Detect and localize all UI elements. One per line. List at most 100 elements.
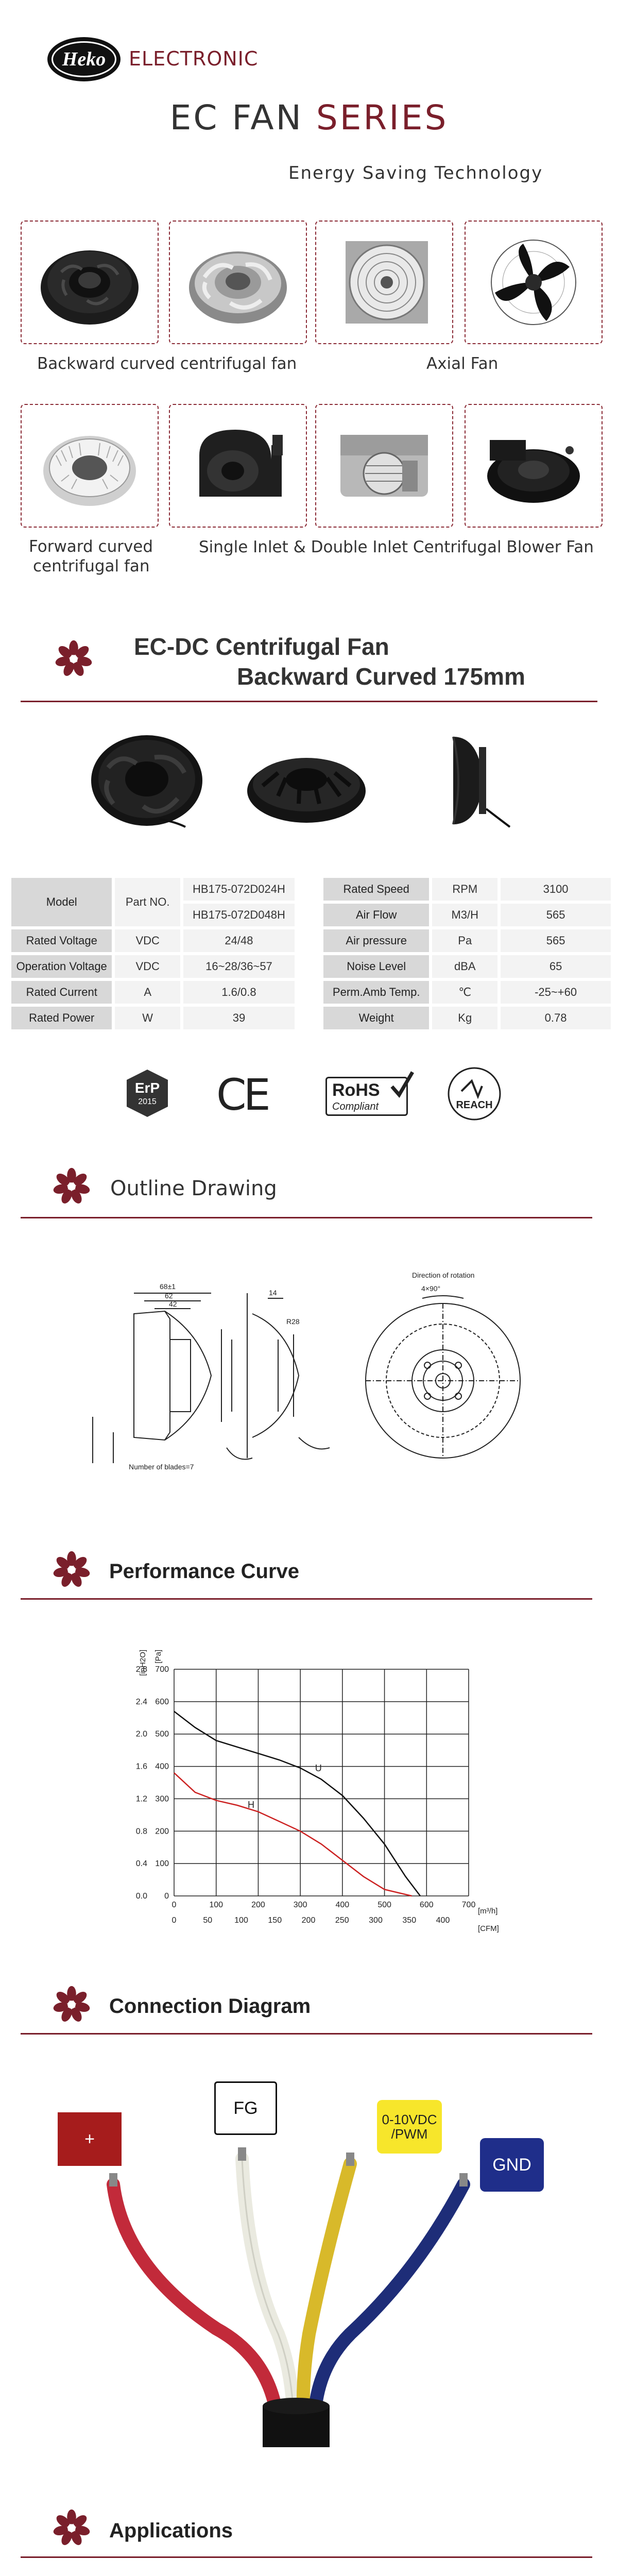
spec-value: -25~+60 (501, 981, 611, 1004)
spec-unit: RPM (432, 878, 498, 901)
part-no-label: Part NO. (115, 878, 180, 926)
backward-fan-black-image (41, 250, 139, 325)
brand-logo-text: Heko (52, 41, 116, 77)
spec-unit: VDC (115, 955, 180, 978)
backward-fan-metal-image (189, 251, 287, 324)
product-photo-blower-double (315, 404, 453, 528)
x-axis-unit: [m³/h] (478, 1907, 497, 1916)
product-photo-blower-single (169, 404, 307, 528)
caption-forward-line2: centrifugal fan (33, 557, 150, 575)
spec-name: Noise Level (323, 955, 430, 978)
reach-text: REACH (456, 1099, 493, 1111)
x-tick-label: 0 (172, 1901, 177, 1909)
x-tick-label: 600 (420, 1901, 434, 1909)
y2-tick-label: 1.2 (136, 1794, 147, 1803)
outline-side-view: 68±1 62 42 14 R28 Number of blades=7 (92, 1282, 330, 1471)
spec-unit: VDC (115, 929, 180, 952)
spec-row: Weight Kg 0.78 (323, 1007, 611, 1029)
spec-name: Perm.Amb Temp. (323, 981, 430, 1004)
spec-unit: W (115, 1007, 180, 1029)
caption-backward-curved: Backward curved centrifugal fan (37, 354, 297, 373)
cable-wires-image (107, 2147, 470, 2447)
blower-single-image (199, 430, 283, 497)
product-photo-blower-motor (465, 404, 603, 528)
product-photo-axial-2 (465, 221, 603, 344)
spec-row: Noise Level dBA 65 (323, 955, 611, 978)
spec-unit: A (115, 981, 180, 1004)
x-tick-label: 500 (377, 1901, 391, 1909)
brand-logo: Heko (47, 37, 121, 81)
x2-tick-label: 300 (369, 1916, 383, 1925)
outline-title: Outline Drawing (110, 1177, 277, 1200)
product-title-line1: EC-DC Centrifugal Fan (134, 633, 389, 660)
product-photo-axial-1 (315, 221, 453, 344)
product-image-front (91, 735, 202, 828)
page-title-main: EC FAN (169, 98, 316, 138)
chart-series (174, 1710, 421, 1897)
wire-label-pwm-line1: 0-10VDC (382, 2112, 437, 2127)
x-tick-label: 300 (294, 1901, 307, 1909)
erp-badge-icon (127, 1070, 168, 1117)
reach-badge-icon (448, 1067, 501, 1121)
ce-mark: CE (216, 1070, 271, 1120)
x2-tick-label: 0 (172, 1916, 177, 1925)
x2-tick-label: 400 (436, 1916, 450, 1925)
y-tick-label: 200 (155, 1827, 169, 1836)
rohs-sub: Compliant (332, 1101, 379, 1112)
page-title: EC FAN SERIES (0, 98, 618, 138)
y2-tick-label: 2.8 (136, 1665, 147, 1674)
spec-value: 39 (183, 1007, 295, 1029)
x2-tick-label: 250 (335, 1916, 349, 1925)
dim-r28: R28 (286, 1317, 300, 1326)
spec-value: 565 (501, 904, 611, 926)
dim-42: 42 (169, 1300, 177, 1308)
dim-62: 62 (165, 1292, 173, 1300)
y2-tick-label: 0.0 (136, 1892, 147, 1901)
x2-tick-label: 200 (302, 1916, 316, 1925)
applications-title: Applications (109, 2519, 233, 2542)
x-tick-label: 100 (209, 1901, 223, 1909)
spec-row: Rated Speed RPM 3100 (323, 878, 611, 901)
y2-tick-label: 0.4 (136, 1859, 147, 1868)
section-divider (21, 2556, 592, 2558)
blades-note: Number of blades=7 (129, 1463, 194, 1471)
y-axis-unit: [Pa] (154, 1650, 163, 1664)
y-tick-label: 100 (155, 1859, 169, 1868)
erp-year: 2015 (138, 1097, 157, 1106)
spec-unit: Pa (432, 929, 498, 952)
rohs-badge: RoHS Compliant (325, 1071, 415, 1116)
spec-name: Operation Voltage (11, 955, 112, 978)
wire-label-gnd: GND (480, 2138, 544, 2192)
y-tick-label: 600 (155, 1698, 169, 1706)
x2-tick-label: 100 (234, 1916, 248, 1925)
spec-row: Operation Voltage VDC 16~28/36~57 (11, 955, 295, 978)
connection-title: Connection Diagram (109, 1995, 311, 2018)
dim-68: 68±1 (160, 1282, 176, 1291)
rohs-text: RoHS (332, 1080, 380, 1100)
fan-logo-icon (53, 2509, 90, 2545)
wire-label-fg: FG (214, 2081, 277, 2135)
rotation-note: Direction of rotation (412, 1271, 474, 1279)
spec-table-left: Model Part NO. HB175-072D024H HB175-072D… (8, 875, 298, 1032)
spec-name: Air Flow (323, 904, 430, 926)
product-photo-forward (21, 404, 159, 528)
series-label-h: H (248, 1800, 254, 1810)
y2-tick-label: 2.0 (136, 1730, 147, 1739)
spec-row: Rated Voltage VDC 24/48 (11, 929, 295, 952)
spec-row: Perm.Amb Temp. ℃ -25~+60 (323, 981, 611, 1004)
fan-logo-icon (55, 640, 92, 676)
page-subtitle: Energy Saving Technology (288, 163, 543, 183)
spec-value: 3100 (501, 878, 611, 901)
angle-note: 4×90° (421, 1284, 440, 1293)
y2-tick-label: 2.4 (136, 1698, 147, 1706)
product-photo-backward-1 (21, 221, 159, 344)
y-tick-label: 0 (164, 1892, 169, 1901)
chart-grid (174, 1669, 469, 1896)
x2-tick-label: 350 (402, 1916, 416, 1925)
part-no-value-2: HB175-072D048H (183, 904, 295, 926)
page-title-accent: SERIES (316, 98, 449, 138)
outline-front-view: Direction of rotation 4×90° (365, 1271, 521, 1459)
section-divider (21, 1217, 592, 1218)
fan-logo-icon (53, 1167, 90, 1204)
